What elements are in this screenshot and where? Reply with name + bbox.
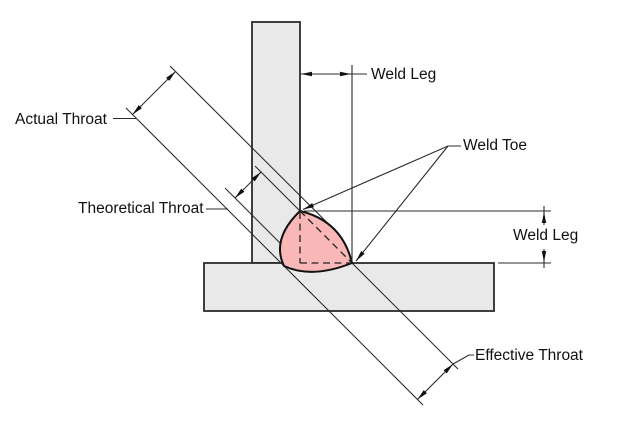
weld-face-extension-line xyxy=(169,65,335,230)
horizontal-plate xyxy=(203,262,495,312)
leader-lines xyxy=(113,117,474,365)
weld-toe-top-arrow xyxy=(303,203,314,210)
weld-toe-bottom-arrow xyxy=(356,251,365,261)
effective-throat-label: Effective Throat xyxy=(475,347,584,364)
theoretical-triangle xyxy=(299,210,353,264)
weld-leg-right-up-arrow xyxy=(541,212,547,223)
theoretical-throat-label: Theoretical Throat xyxy=(78,200,204,217)
actual-throat-lower-arrow xyxy=(132,105,142,115)
fillet-weld-bead xyxy=(279,209,354,273)
effective-throat-lower-arrow xyxy=(417,390,427,400)
weld-leg-top-left-arrow xyxy=(301,71,312,77)
actual-throat-label: Actual Throat xyxy=(15,111,108,128)
weld-leg-right-down-arrow xyxy=(541,251,547,262)
effective-throat-upper-arrow xyxy=(443,364,453,374)
weld-toe-leader-bottom xyxy=(355,145,449,262)
actual-throat-upper-arrow xyxy=(166,71,176,81)
weld-leg-top-right-arrow xyxy=(340,71,351,77)
arrowheads xyxy=(132,71,547,400)
leg-extension-lines xyxy=(304,65,551,264)
theoretical-throat-lower-arrow xyxy=(235,188,245,198)
weld-toe-label: Weld Toe xyxy=(463,137,527,154)
weld-leg-top-label: Weld Leg xyxy=(371,66,436,83)
effective-throat-leader xyxy=(452,354,474,365)
hypotenuse-extension-line-upper xyxy=(254,165,301,212)
theoretical-throat-upper-arrow xyxy=(251,172,261,182)
hypotenuse-extension-line-lower xyxy=(351,262,459,370)
triangle-hypotenuse-dashed xyxy=(299,210,353,264)
weld-toe-leader-top xyxy=(302,145,461,211)
weld-leg-right-label: Weld Leg xyxy=(513,227,578,244)
root-penetration-extension-line xyxy=(125,107,424,406)
construction-lines xyxy=(125,65,459,406)
